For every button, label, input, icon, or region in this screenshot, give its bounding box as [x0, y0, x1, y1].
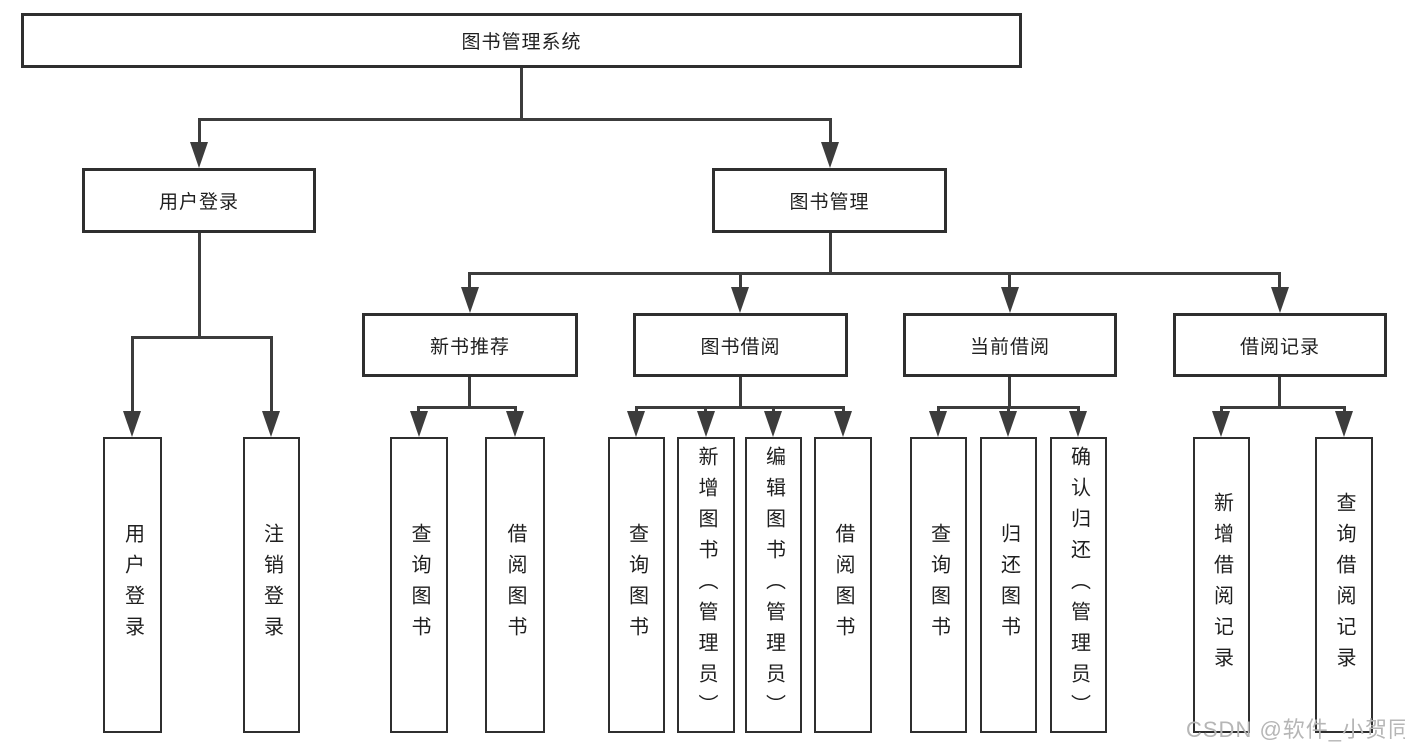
arrowhead-down-icon	[190, 142, 208, 168]
leaf-logout: 注销登录	[243, 437, 300, 733]
arrowhead-down-icon	[262, 411, 280, 437]
arrowhead-down-icon	[123, 411, 141, 437]
connector-line	[468, 272, 471, 290]
node-book-borrow: 图书借阅	[633, 313, 848, 377]
leaf-edit-books-admin: 编辑图书（管理员）	[745, 437, 802, 733]
connector-line	[635, 406, 845, 409]
node-borrow-records: 借阅记录	[1173, 313, 1387, 377]
node-new-book-recommend: 新书推荐	[362, 313, 578, 377]
node-library-system: 图书管理系统	[21, 13, 1022, 68]
node-book-management: 图书管理	[712, 168, 947, 233]
leaf-query-borrow-record: 查询借阅记录	[1315, 437, 1373, 733]
leaf-query-books-recommend: 查询图书	[390, 437, 448, 733]
connector-line	[739, 272, 742, 290]
node-current-borrow: 当前借阅	[903, 313, 1117, 377]
leaf-confirm-return-admin: 确认归还（管理员）	[1050, 437, 1107, 733]
connector-line	[1278, 272, 1281, 290]
leaf-add-borrow-record: 新增借阅记录	[1193, 437, 1250, 733]
connector-line	[468, 272, 1281, 275]
arrowhead-down-icon	[627, 411, 645, 437]
connector-line	[131, 336, 273, 339]
arrowhead-down-icon	[410, 411, 428, 437]
arrowhead-down-icon	[1335, 411, 1353, 437]
connector-line	[739, 377, 742, 409]
leaf-query-books-current: 查询图书	[910, 437, 967, 733]
connector-line	[829, 118, 832, 148]
node-user-login: 用户登录	[82, 168, 316, 233]
connector-line	[1008, 272, 1011, 290]
leaf-borrow-books: 借阅图书	[814, 437, 872, 733]
connector-line	[1220, 406, 1346, 409]
arrowhead-down-icon	[1001, 287, 1019, 313]
connector-line	[198, 118, 832, 121]
arrowhead-down-icon	[1271, 287, 1289, 313]
connector-line	[1278, 377, 1281, 409]
connector-line	[468, 377, 471, 409]
connector-line	[520, 68, 523, 121]
arrowhead-down-icon	[1069, 411, 1087, 437]
leaf-user-login: 用户登录	[103, 437, 162, 733]
connector-line	[270, 336, 273, 414]
connector-line	[1008, 377, 1011, 409]
connector-line	[131, 336, 134, 414]
leaf-return-books: 归还图书	[980, 437, 1037, 733]
arrowhead-down-icon	[764, 411, 782, 437]
arrowhead-down-icon	[821, 142, 839, 168]
watermark: CSDN @软件_小贺同学	[1186, 717, 1405, 742]
connector-line	[198, 118, 201, 148]
arrowhead-down-icon	[731, 287, 749, 313]
arrowhead-down-icon	[834, 411, 852, 437]
arrowhead-down-icon	[929, 411, 947, 437]
arrowhead-down-icon	[697, 411, 715, 437]
connector-line	[417, 406, 517, 409]
leaf-query-books-borrow: 查询图书	[608, 437, 665, 733]
connector-line	[829, 233, 832, 275]
arrowhead-down-icon	[506, 411, 524, 437]
leaf-add-books-admin: 新增图书（管理员）	[677, 437, 735, 733]
arrowhead-down-icon	[1212, 411, 1230, 437]
arrowhead-down-icon	[461, 287, 479, 313]
leaf-borrow-books-recommend: 借阅图书	[485, 437, 545, 733]
connector-line	[198, 233, 201, 339]
arrowhead-down-icon	[999, 411, 1017, 437]
